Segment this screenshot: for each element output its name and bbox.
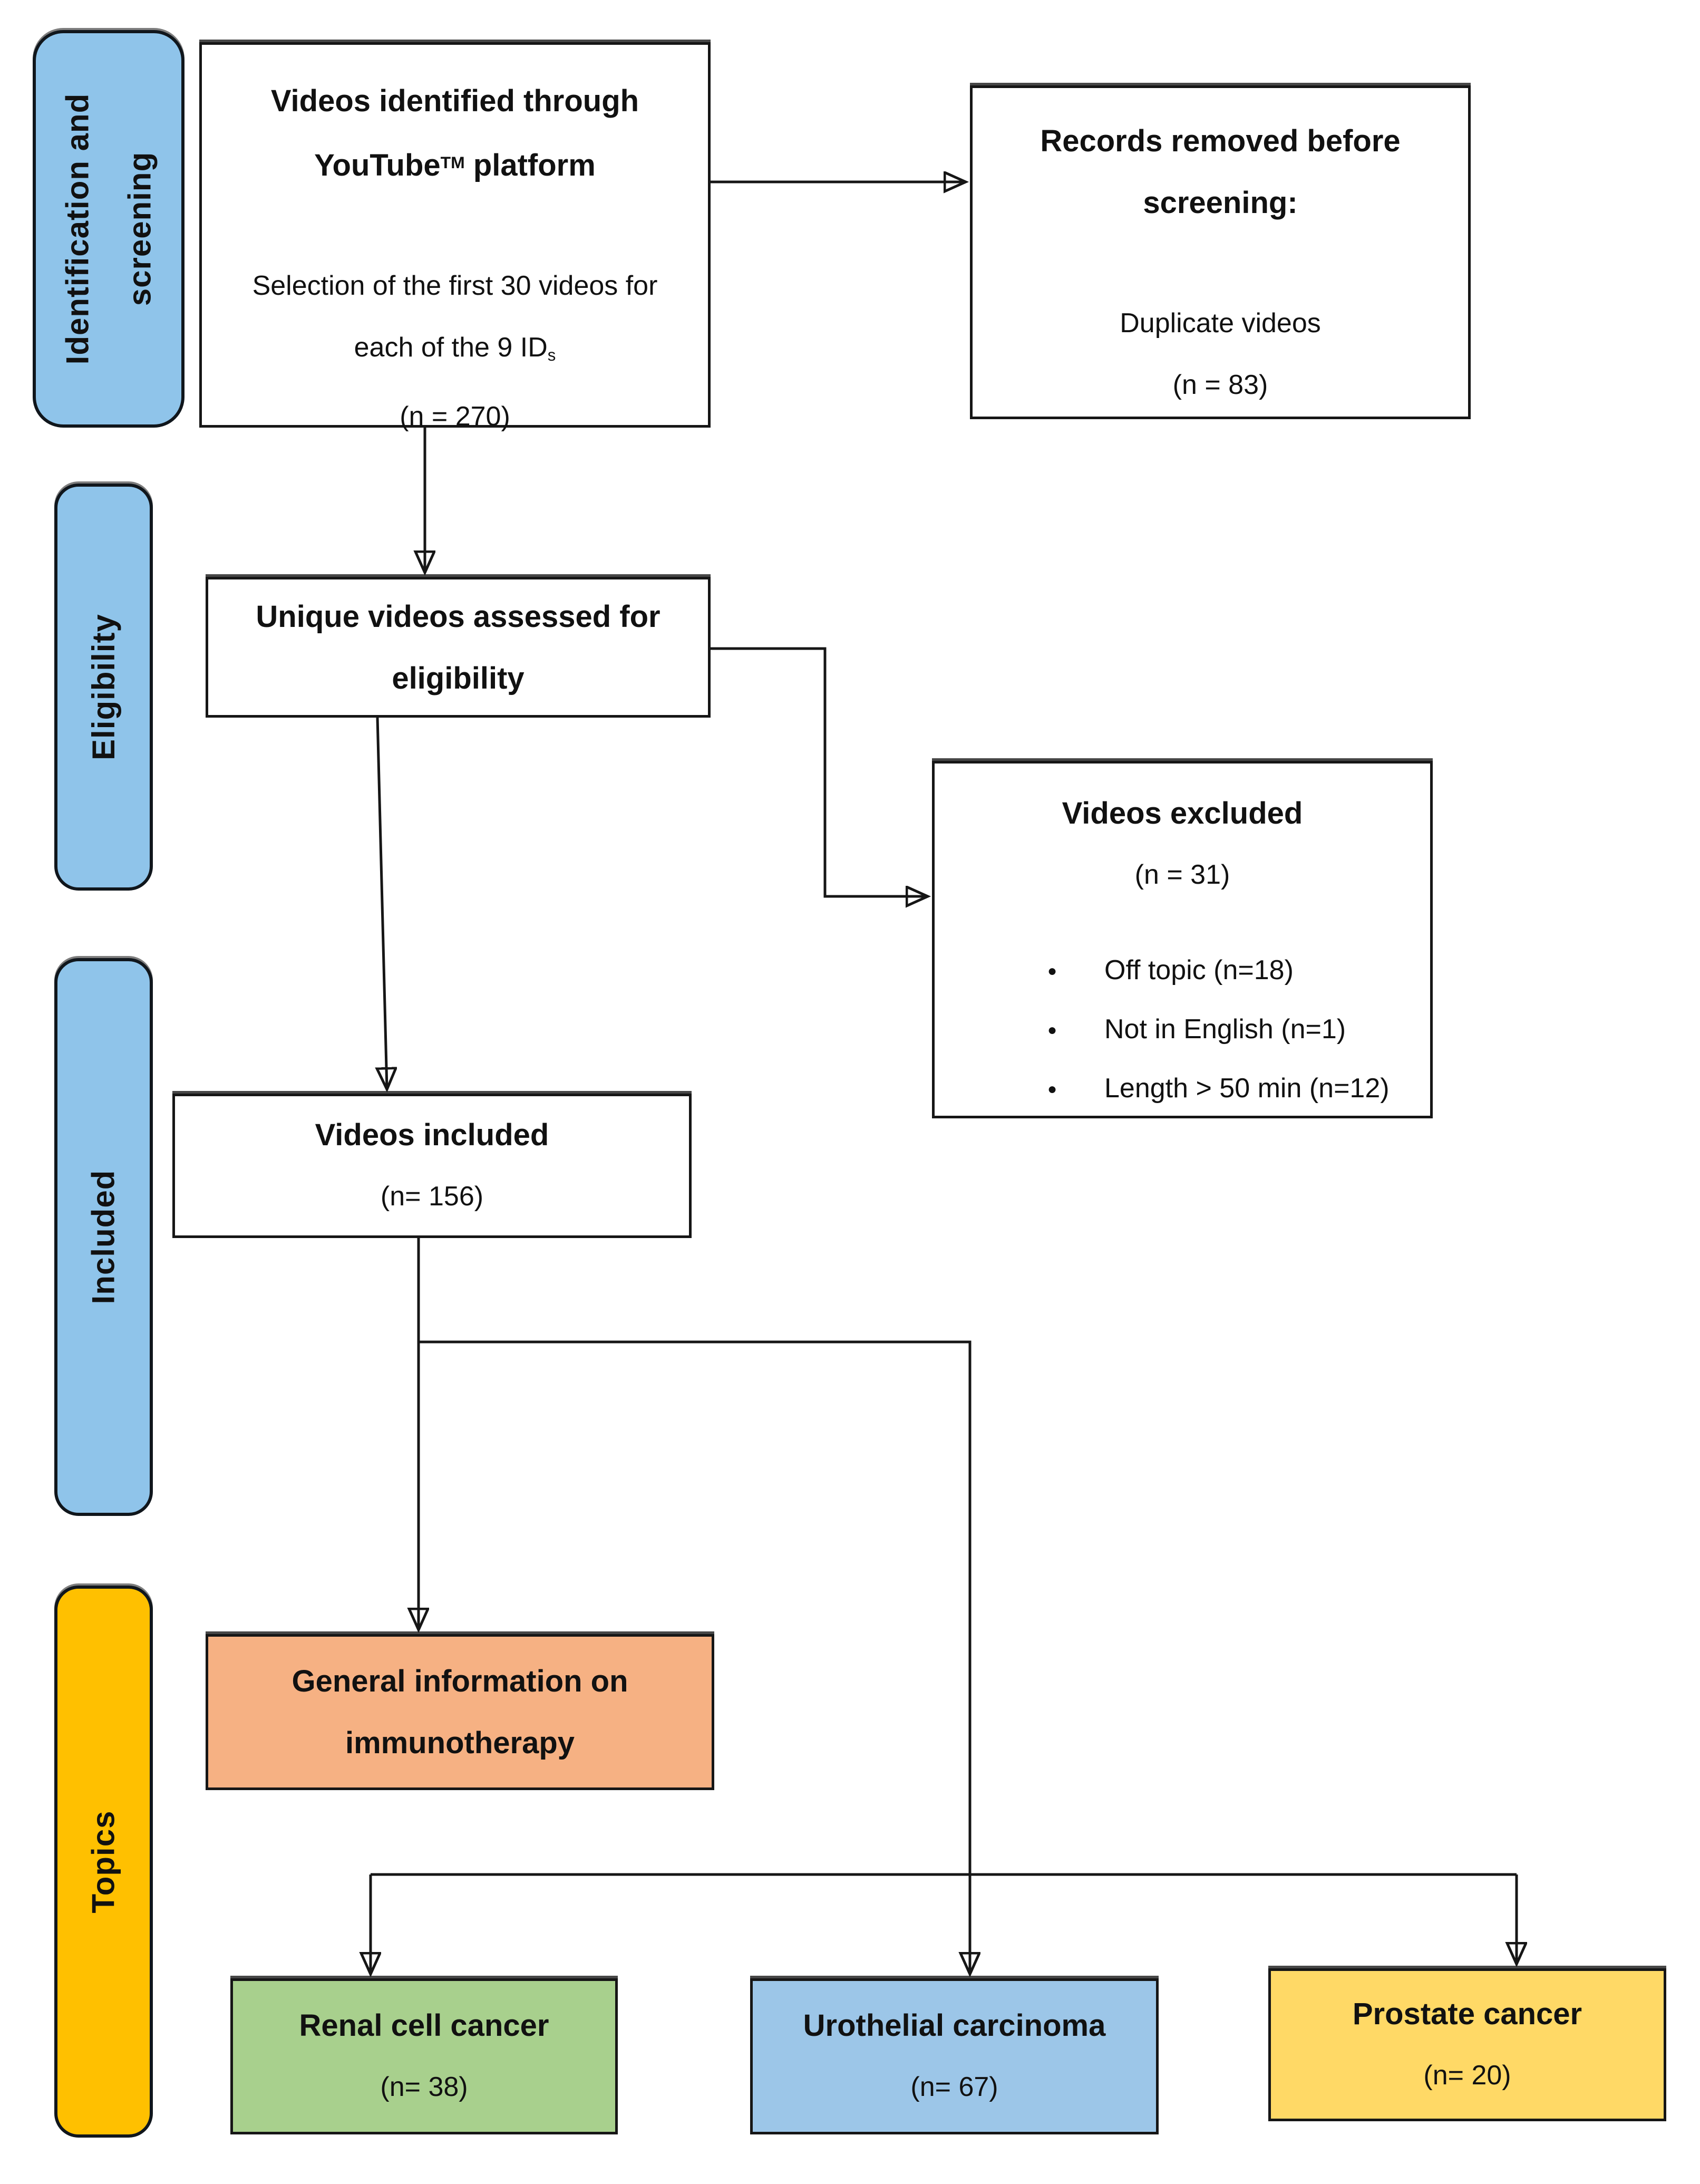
stage-identification-label-line2: screening (122, 151, 158, 306)
general-information-box: General information on immunotherapy (206, 1634, 714, 1790)
youtube-text: YouTube (314, 148, 441, 182)
stage-eligibility-label: Eligibility (85, 614, 121, 760)
excluded-bullet-list: Off topic (n=18) Not in English (n=1) Le… (935, 941, 1430, 1119)
stage-identification-label: Identification and screening (46, 93, 171, 365)
renal-title: Renal cell cancer (299, 2008, 549, 2043)
stage-topics: Topics (54, 1586, 153, 2138)
prostate-n-value: (n= 20) (1423, 2060, 1511, 2091)
excluded-bullet-not-english: Not in English (n=1) (1047, 1000, 1430, 1060)
excluded-title: Videos excluded (1062, 796, 1303, 830)
unique-title-line1: Unique videos assessed for (256, 599, 660, 634)
connector-unique-to-excluded (711, 647, 927, 896)
stage-identification-label-line1: Identification and (60, 93, 95, 365)
records-title-line1: Records removed before (1040, 124, 1401, 158)
excluded-bullet-length: Length > 50 min (n=12) (1047, 1059, 1430, 1119)
identified-sub-line1: Selection of the first 30 videos for (252, 270, 658, 301)
stage-identification-screening: Identification and screening (33, 30, 184, 428)
included-n-value: (n= 156) (380, 1181, 484, 1212)
videos-included-box: Videos included (n= 156) (172, 1094, 692, 1238)
records-n-value: (n = 83) (1172, 370, 1268, 400)
renal-n-value: (n= 38) (380, 2072, 468, 2102)
excluded-bullet-off-topic: Off topic (n=18) (1047, 941, 1430, 1001)
stage-eligibility: Eligibility (54, 484, 153, 891)
general-title-line2: immunotherapy (345, 1726, 575, 1760)
tm-superscript: TM (440, 153, 465, 172)
unique-videos-box: Unique videos assessed for eligibility (206, 577, 711, 718)
stage-topics-label: Topics (85, 1810, 121, 1913)
connector-unique-to-included (377, 717, 387, 1088)
general-title-line1: General information on (292, 1664, 628, 1698)
identified-title-line1: Videos identified through (270, 84, 639, 118)
urothelial-title: Urothelial carcinoma (803, 2008, 1106, 2043)
excluded-n-value: (n = 31) (1134, 859, 1230, 890)
records-title-line2: screening: (1143, 186, 1298, 220)
identified-title-line2: YouTubeTM platform (202, 132, 708, 196)
s-subscript: s (547, 346, 556, 364)
renal-cell-cancer-box: Renal cell cancer (n= 38) (230, 1978, 618, 2134)
ids-text: each of the 9 ID (354, 332, 548, 363)
records-removed-box: Records removed before screening: Duplic… (970, 85, 1471, 419)
records-sub-line: Duplicate videos (1120, 308, 1321, 339)
platform-text: platform (464, 148, 596, 182)
stage-included: Included (54, 958, 153, 1516)
connector-included-to-urothelial (419, 1340, 970, 1973)
identified-sub-line2: each of the 9 IDs (202, 317, 708, 386)
prostate-title: Prostate cancer (1352, 1997, 1582, 2031)
stage-included-label: Included (85, 1170, 121, 1304)
urothelial-n-value: (n= 67) (910, 2072, 998, 2102)
prostate-cancer-box: Prostate cancer (n= 20) (1268, 1968, 1666, 2121)
included-title: Videos included (315, 1118, 549, 1152)
identified-n-value: (n = 270) (400, 401, 510, 432)
urothelial-carcinoma-box: Urothelial carcinoma (n= 67) (750, 1978, 1159, 2134)
identified-box: Videos identified through YouTubeTM plat… (199, 42, 711, 432)
unique-title-line2: eligibility (392, 661, 524, 695)
videos-excluded-box: Videos excluded (n = 31) Off topic (n=18… (932, 761, 1433, 1119)
